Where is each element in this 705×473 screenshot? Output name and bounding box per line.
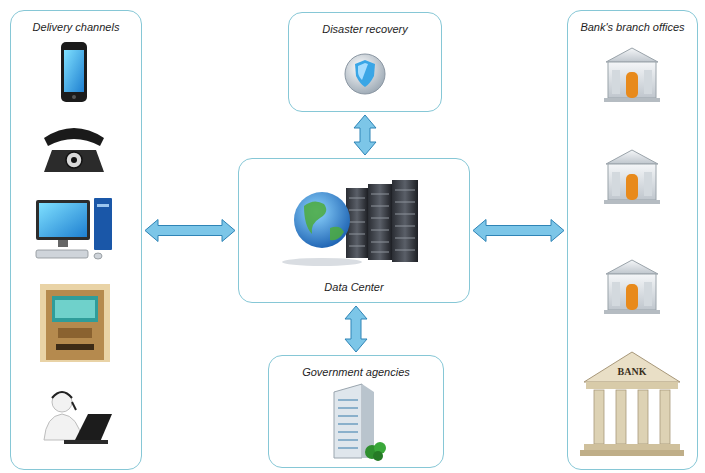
double-arrow [473,220,564,242]
node-title: Government agencies [273,366,439,379]
node-title: Bank's branch offices [572,21,693,34]
branch-panel: Bank's branch offices [567,10,698,470]
recovery-box: Disaster recovery [288,12,442,112]
data-center-box: Data Center [238,158,470,303]
phone-icon [61,42,87,102]
computer-icon [36,198,112,259]
branch-bank-icon [604,150,660,204]
main-bank-icon [580,352,684,456]
government-building-icon [334,384,386,461]
atm-icon [40,284,110,362]
double-arrow [345,306,367,352]
node-title: Delivery channels [15,21,137,34]
data-center-icon [282,180,418,266]
agency-box: Government agencies [268,355,444,468]
double-arrow [354,115,376,155]
branch-bank-icon [604,260,660,314]
branch-bank-icon [604,48,660,102]
support-agent-icon [44,392,112,444]
bank-sign: BANK [616,366,649,377]
channel-panel: Delivery channels [10,10,142,470]
double-arrow [145,220,235,242]
node-title: Data Center [243,281,465,294]
node-title: Disaster recovery [293,23,437,36]
shield-icon [345,54,385,94]
telephone-icon [44,128,104,172]
